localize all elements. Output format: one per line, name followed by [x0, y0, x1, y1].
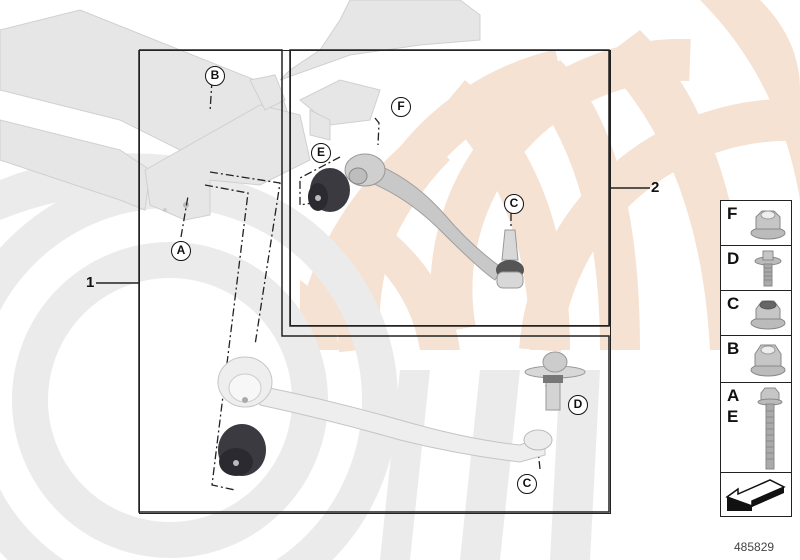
legend-letter: C	[727, 294, 740, 313]
legend-item-B[interactable]: B	[720, 335, 792, 382]
flange-nut-icon	[750, 210, 786, 240]
self-locking-nut-icon	[750, 300, 786, 330]
legend-item-C[interactable]: C	[720, 290, 792, 335]
ball-joint-lower	[523, 351, 586, 451]
legend-item-arrow[interactable]	[720, 472, 792, 517]
callout-F[interactable]: F	[391, 97, 411, 117]
group-label-2: 2	[651, 179, 660, 196]
callout-C-upper[interactable]: C	[504, 194, 524, 214]
diagram-id-number: 485829	[734, 540, 775, 554]
callout-B[interactable]: B	[205, 66, 225, 86]
group-label-1: 1	[86, 274, 95, 291]
legend-item-F[interactable]: F	[720, 200, 792, 245]
callout-A[interactable]: A	[171, 241, 191, 261]
legend-letter: F	[727, 204, 738, 223]
legend-item-A-E[interactable]: A E	[720, 382, 792, 472]
rubber-bushing-dark	[308, 168, 350, 212]
legend-item-D[interactable]: D	[720, 245, 792, 290]
rubber-bushing-dark-lower	[218, 424, 266, 476]
legend-letter: B	[727, 339, 740, 358]
ball-joint-upper	[496, 229, 524, 289]
legend-letter: D	[727, 249, 740, 268]
legend-letter-A: A	[727, 386, 740, 405]
hex-flange-nut-icon	[750, 344, 786, 377]
callout-E[interactable]: E	[311, 143, 331, 163]
flange-bolt-short-icon	[754, 250, 782, 287]
legend-letter-E: E	[727, 407, 739, 426]
direction-arrow-icon	[725, 479, 786, 511]
hex-flange-bolt-long-icon	[757, 387, 783, 470]
callout-C-lower[interactable]: C	[517, 474, 537, 494]
callout-D[interactable]: D	[568, 395, 588, 415]
hardware-legend: F D C B A E	[720, 200, 792, 517]
